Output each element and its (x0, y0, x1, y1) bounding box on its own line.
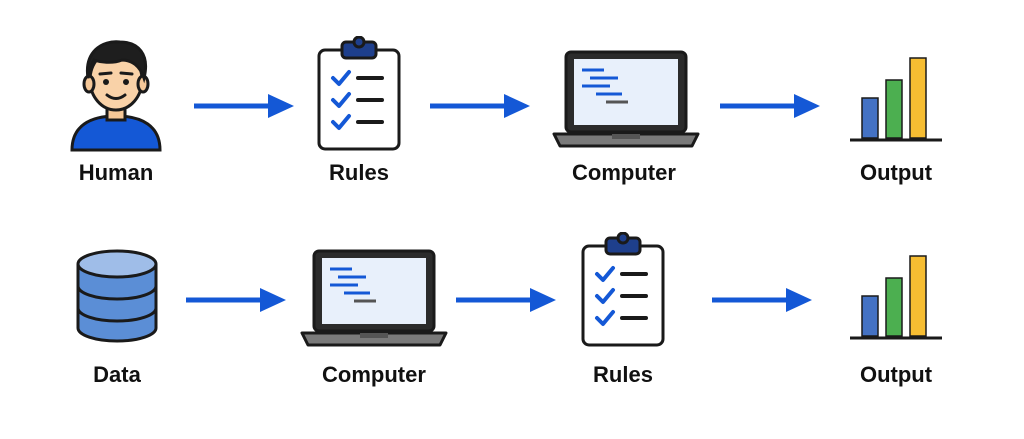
node-computer (300, 249, 448, 349)
laptop-icon (300, 249, 448, 347)
bar-chart-icon (850, 255, 942, 340)
arrow-right-icon (712, 288, 812, 312)
label-computer: Computer (572, 160, 676, 185)
label-rules: Rules (593, 362, 653, 387)
person-icon (70, 40, 162, 152)
laptop-icon (552, 50, 700, 148)
arrow-right-icon (430, 94, 530, 118)
arrow-right-icon (186, 288, 286, 312)
node-data (74, 248, 160, 344)
label-output: Output (859, 362, 933, 387)
arrow-right-icon (456, 288, 556, 312)
database-icon (76, 249, 158, 343)
node-output (846, 54, 946, 144)
clipboard-checklist-icon (317, 36, 401, 151)
bar-chart-icon (850, 57, 942, 142)
node-rules (580, 232, 666, 348)
label-data: Data (93, 362, 141, 387)
arrow-right-icon (720, 94, 820, 118)
arrow-right-icon (194, 94, 294, 118)
node-computer (552, 50, 700, 150)
clipboard-checklist-icon (581, 232, 665, 347)
node-rules (316, 36, 402, 152)
label-output: Output (859, 160, 933, 185)
label-rules: Rules (329, 160, 389, 185)
node-output (846, 252, 946, 342)
label-computer: Computer (322, 362, 426, 387)
label-human: Human (78, 160, 154, 185)
node-human (66, 38, 166, 152)
